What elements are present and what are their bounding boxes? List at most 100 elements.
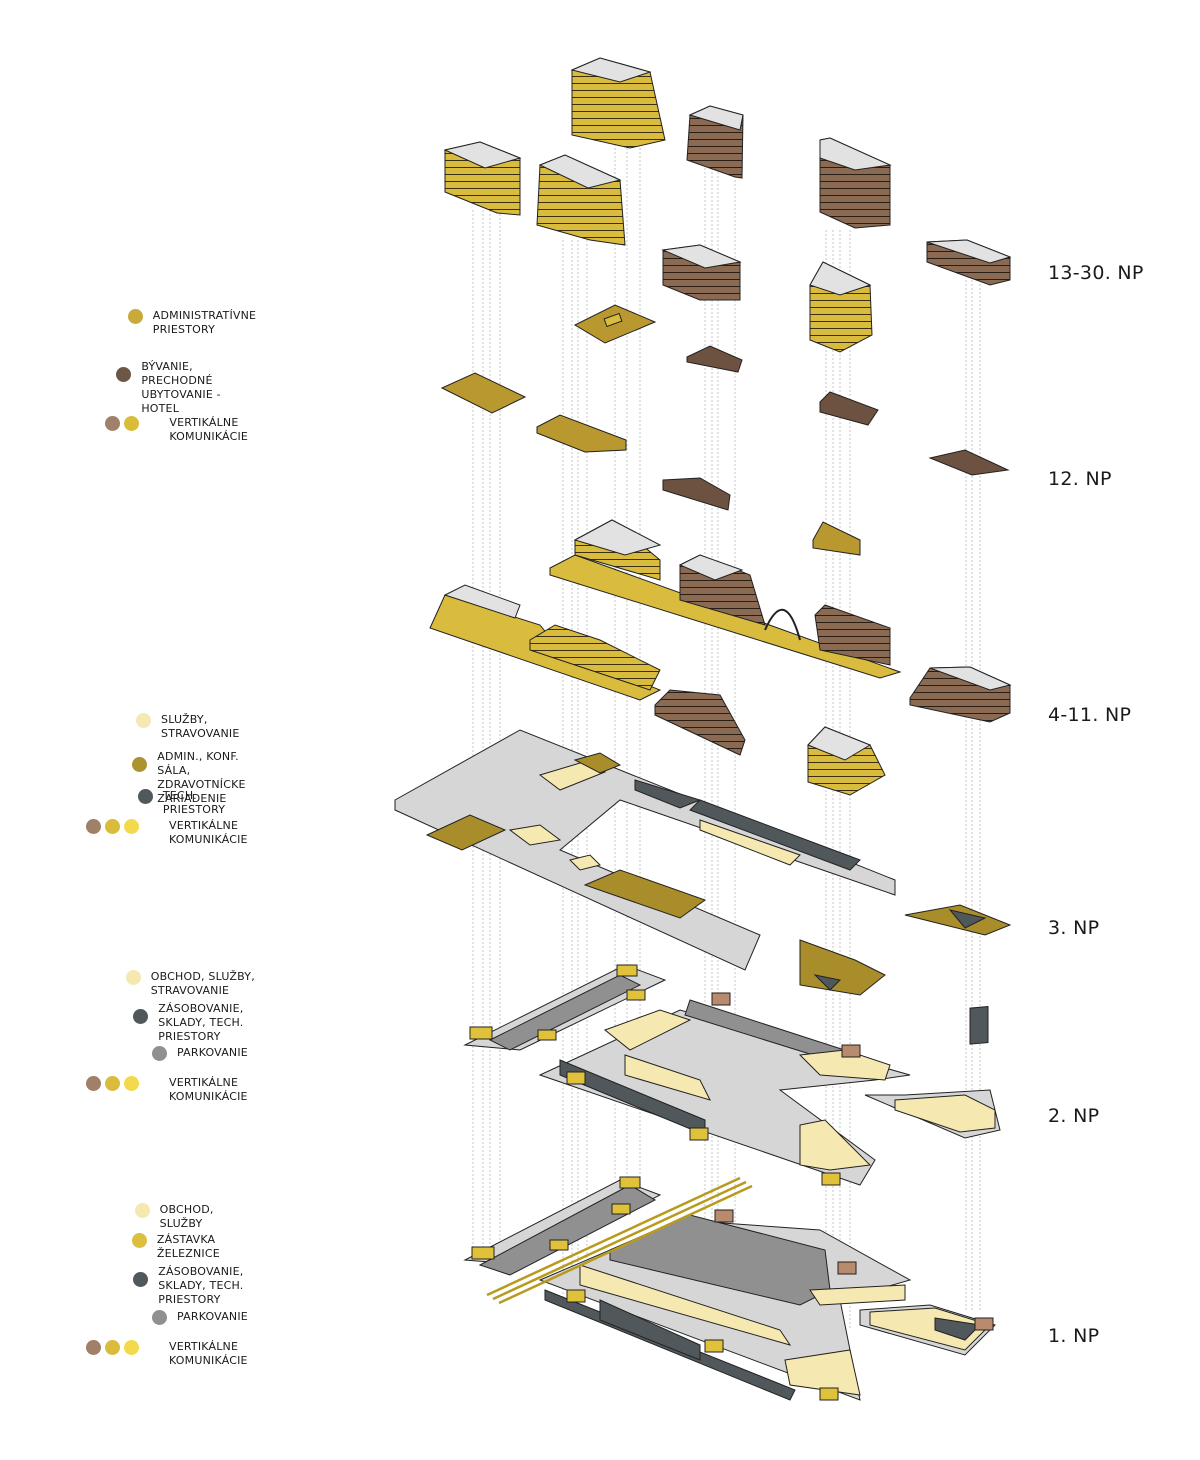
color-dot-icon — [152, 1310, 167, 1325]
color-dot-icon — [131, 1233, 147, 1248]
floor-3-plan — [394, 729, 1012, 996]
legend-swatch — [107, 1310, 167, 1325]
legend-item-vertical-communication: VERTIKÁLNE KOMUNIKÁCIE — [86, 1076, 255, 1104]
legend-label: ZÁSOBOVANIE, SKLADY, TECH. PRIESTORY — [158, 1002, 244, 1043]
tower-admin-1 — [443, 141, 522, 216]
legend-label: OBCHOD, SLUŽBY, STRAVOVANIE — [150, 970, 255, 997]
color-dot-icon — [105, 819, 120, 834]
legend-label: ZÁSTAVKA ŽELEZNICE — [156, 1233, 220, 1260]
legend-item-retail-services: OBCHOD, SLUŽBY — [107, 1203, 231, 1231]
color-dot-icon — [132, 757, 148, 772]
floor-label-4-11: 4-11. NP — [1048, 704, 1132, 726]
legend-swatch — [107, 1233, 147, 1248]
legend-label: ADMINISTRATÍVNE PRIESTORY — [152, 309, 257, 336]
tower-housing-3 — [661, 244, 742, 301]
color-dot-icon — [152, 1046, 167, 1061]
color-dot-icon — [125, 970, 141, 985]
legend-swatch — [100, 309, 143, 324]
legend-item-services: SLUŽBY, STRAVOVANIE — [107, 713, 255, 741]
legend-label: SLUŽBY, STRAVOVANIE — [161, 713, 240, 740]
legend-label: ADMIN., KONF. SÁLA, ZDRAVOTNÍCKE ZARIADE… — [157, 750, 246, 805]
legend-swatch — [86, 1076, 139, 1091]
floor-4-11-podium — [429, 519, 1012, 796]
legend-label: TECH. PRIESTORY — [162, 789, 226, 816]
legend-label: VERTIKÁLNE KOMUNIKÁCIE — [169, 1076, 248, 1103]
legend-swatch — [107, 1272, 149, 1287]
floor-label-1: 1. NP — [1048, 1325, 1100, 1347]
legend-label: VERTIKÁLNE KOMUNIKÁCIE — [169, 416, 249, 443]
tower-admin-2 — [536, 154, 626, 246]
floor-1-plan — [463, 1176, 996, 1401]
legend-label: PARKOVANIE — [177, 1310, 248, 1323]
legend-swatch — [100, 416, 140, 431]
tower-housing-1 — [686, 105, 744, 179]
color-dot-icon — [86, 1076, 101, 1091]
floor-label-3: 3. NP — [1048, 917, 1100, 939]
color-dot-icon — [124, 1076, 139, 1091]
legend-item-supply-storage: ZÁSOBOVANIE, SKLADY, TECH. PRIESTORY — [107, 1002, 262, 1044]
slab-housing — [686, 345, 743, 373]
legend-swatch — [86, 819, 139, 834]
legend-label: VERTIKÁLNE KOMUNIKÁCIE — [169, 1340, 248, 1367]
legend-item-tech: TECH. PRIESTORY — [107, 789, 239, 817]
legend-item-admin-conference: ADMIN., KONF. SÁLA, ZDRAVOTNÍCKE ZARIADE… — [107, 750, 265, 806]
floor-13-30-towers — [443, 57, 1012, 353]
color-dot-icon — [133, 1272, 149, 1287]
legend-swatch — [107, 970, 141, 985]
legend-swatch — [107, 1203, 150, 1218]
legend-swatch — [107, 757, 148, 772]
legend-item-parking: PARKOVANIE — [107, 1310, 248, 1325]
legend-label: VERTIKÁLNE KOMUNIKÁCIE — [169, 819, 248, 846]
legend-item-housing: BÝVANIE, PRECHODNÉ UBYTOVANIE -HOTEL — [100, 360, 242, 416]
floor-12-slabs — [440, 304, 1010, 556]
tower-housing-2 — [819, 137, 892, 229]
legend-item-vertical-communication: VERTIKÁLNE KOMUNIKÁCIE — [100, 416, 269, 444]
color-dot-icon — [124, 819, 139, 834]
legend-item-parking: PARKOVANIE — [107, 1046, 248, 1061]
legend-label: OBCHOD, SLUŽBY — [159, 1203, 214, 1230]
tower-admin-4 — [809, 261, 873, 353]
legend-swatch — [107, 1046, 167, 1061]
legend-swatch — [86, 1340, 139, 1355]
floor-label-13-30: 13-30. NP — [1048, 262, 1144, 284]
color-dot-icon — [133, 1009, 149, 1024]
legend-label: PARKOVANIE — [177, 1046, 248, 1059]
color-dot-icon — [105, 1340, 120, 1355]
color-dot-icon — [86, 1340, 101, 1355]
floor-label-2: 2. NP — [1048, 1105, 1100, 1127]
legend-item-vertical-communication: VERTIKÁLNE KOMUNIKÁCIE — [86, 819, 255, 847]
railway-tracks — [486, 1176, 753, 1305]
color-dot-icon — [105, 1076, 120, 1091]
legend-swatch — [100, 367, 132, 382]
legend-swatch — [107, 1009, 149, 1024]
slab-housing — [819, 391, 879, 426]
slab-admin — [812, 521, 861, 556]
legend-label: ZÁSOBOVANIE, SKLADY, TECH. PRIESTORY — [158, 1265, 244, 1306]
color-dot-icon — [124, 416, 140, 431]
color-dot-icon — [86, 819, 101, 834]
slab-housing — [662, 477, 731, 511]
floor-2-plan — [463, 964, 1001, 1186]
color-dot-icon — [136, 713, 152, 728]
tower-housing-4 — [926, 239, 1012, 286]
slab-admin — [536, 414, 627, 453]
legend-item-vertical-communication: VERTIKÁLNE KOMUNIKÁCIE — [86, 1340, 255, 1368]
color-dot-icon — [127, 309, 143, 324]
legend-label: BÝVANIE, PRECHODNÉ UBYTOVANIE -HOTEL — [141, 360, 221, 415]
color-dot-icon — [124, 1340, 139, 1355]
legend-item-supply-storage: ZÁSOBOVANIE, SKLADY, TECH. PRIESTORY — [107, 1265, 262, 1307]
legend-swatch — [107, 789, 153, 804]
legend-item-admin: ADMINISTRATÍVNE PRIESTORY — [100, 309, 273, 337]
color-dot-icon — [137, 789, 153, 804]
legend-swatch — [107, 713, 152, 728]
legend-item-railway-stop: ZÁSTAVKA ŽELEZNICE — [107, 1233, 240, 1261]
tower-admin-3 — [570, 57, 666, 149]
slab-housing — [928, 449, 1010, 476]
slab-admin — [440, 372, 527, 414]
color-dot-icon — [105, 416, 121, 431]
color-dot-icon — [116, 367, 132, 382]
legend-item-retail-services: OBCHOD, SLUŽBY, STRAVOVANIE — [107, 970, 255, 998]
floor-label-12: 12. NP — [1048, 468, 1112, 490]
color-dot-icon — [134, 1203, 150, 1218]
